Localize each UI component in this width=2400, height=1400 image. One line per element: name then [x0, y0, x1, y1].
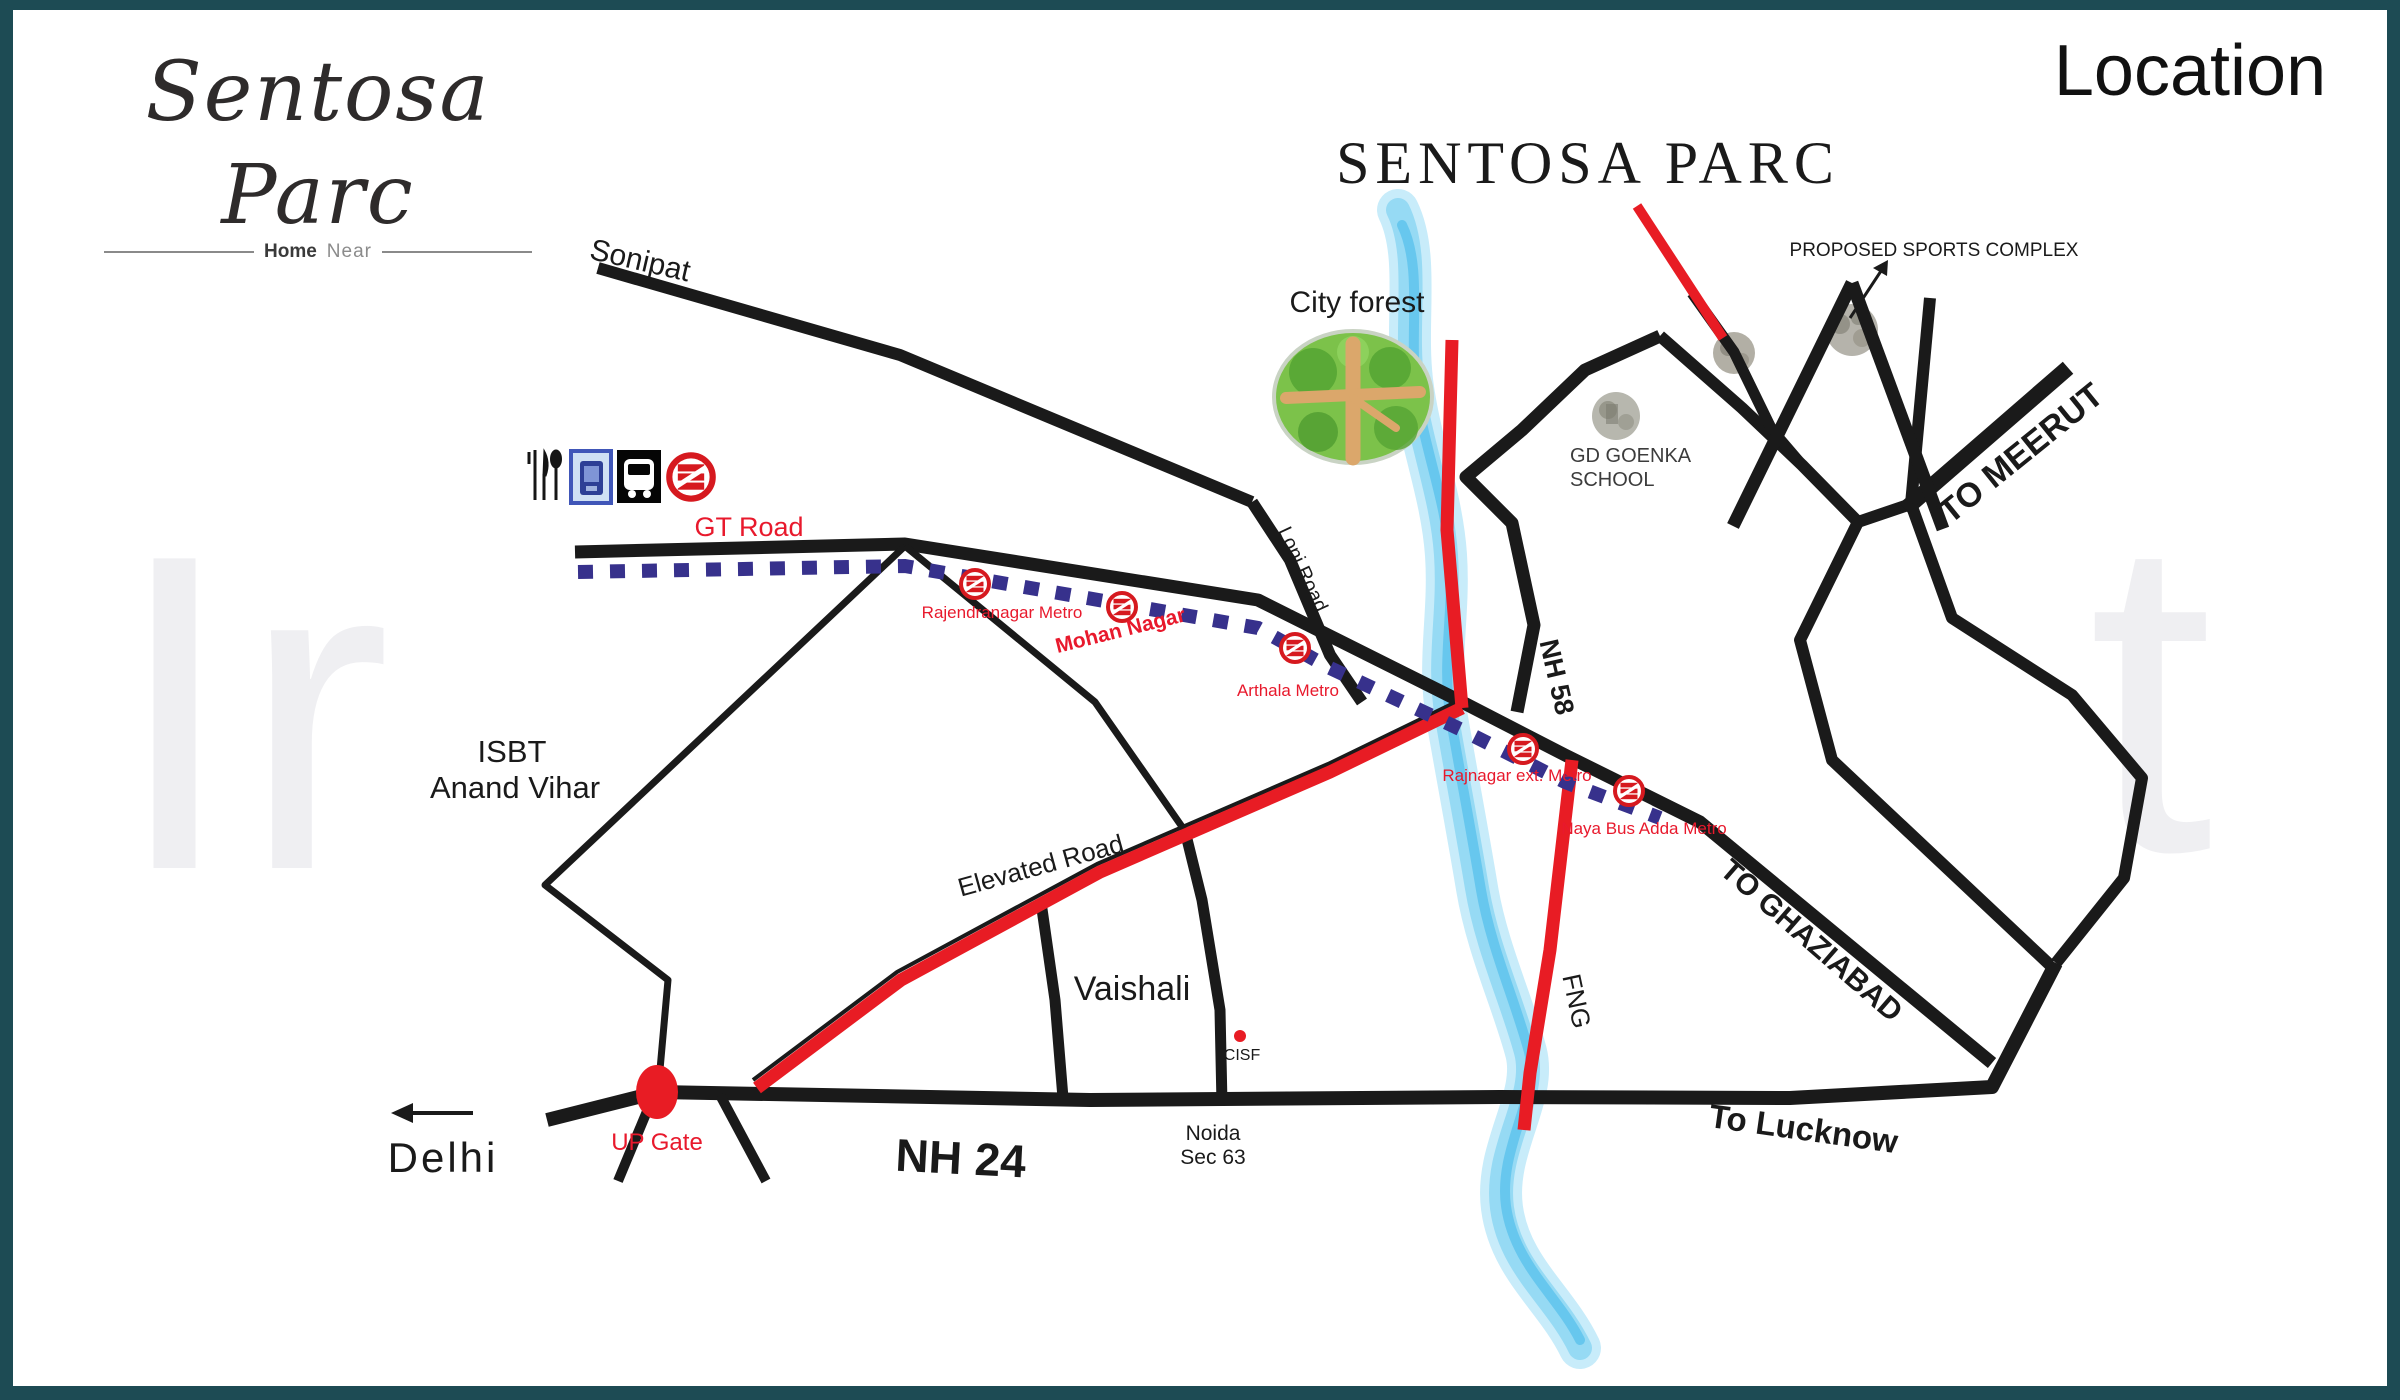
- tagline-rule-left: [104, 251, 254, 253]
- label-cisf: CISF: [1224, 1047, 1261, 1064]
- gd-goenka-school-marker: [1592, 392, 1640, 440]
- label-delhi: Delhi: [388, 1134, 499, 1181]
- road-sonipat: [596, 262, 1255, 508]
- label-gd-goenka-line1: GD GOENKA: [1570, 445, 1692, 467]
- label-to-lucknow: To Lucknow: [1707, 1097, 1901, 1160]
- label-station-arthala: Arthala Metro: [1237, 681, 1339, 700]
- road-gt-ghaziabad: [574, 537, 1997, 1069]
- brand-logo-title: Sentosa Parc: [145, 45, 491, 243]
- metro-station-icon-rajnagar-ext: [1507, 733, 1539, 765]
- metro-corridor-dotted-line: [577, 558, 1663, 825]
- watermark-left: Ir: [112, 462, 395, 964]
- road-loni: [1246, 498, 1367, 706]
- fng-road: [1517, 759, 1579, 1131]
- road-vaishali-left: [1035, 901, 1069, 1099]
- up-gate-marker: [636, 1065, 678, 1119]
- delhi-metro-logo-icon: [669, 455, 712, 498]
- bus-icon: [617, 450, 661, 503]
- road-east-loop: [1905, 501, 2148, 967]
- road-vaishali-right: [1179, 829, 1228, 1105]
- label-nh58: NH 58: [1534, 636, 1580, 717]
- road-isbt-diagonal: [541, 543, 908, 1093]
- tagline-word-light: Near: [326, 241, 372, 262]
- road-nh58: [1459, 330, 1663, 714]
- map-project-title: SENTOSA PARC: [1336, 130, 1840, 196]
- sports-complex-arrow: [1848, 260, 1888, 319]
- label-noida-line1: Noida: [1186, 1122, 1241, 1145]
- tagline-rule-right: [381, 251, 532, 253]
- metro-station-icon-rajendranagar: [959, 568, 991, 600]
- label-station-naya-bus-adda: Naya Bus Adda Metro: [1561, 819, 1726, 838]
- restaurant-icon: [527, 448, 562, 500]
- label-city-forest: City forest: [1289, 286, 1425, 319]
- page-title: Location: [2053, 31, 2327, 111]
- road-south-spur: [715, 1092, 771, 1184]
- watermark-right: t: [2088, 444, 2218, 946]
- road-east-connector: [1794, 519, 2055, 970]
- elevated-road-edge: [751, 698, 1461, 1082]
- label-up-gate: UP Gate: [611, 1129, 703, 1156]
- delhi-direction-arrow: [391, 1103, 473, 1123]
- amenity-icons: [527, 448, 713, 505]
- label-station-rajnagar-ext: Rajnagar ext. Metro: [1442, 766, 1591, 785]
- label-fng: FNG: [1556, 971, 1597, 1031]
- label-station-rajendranagar: Rajendranagar Metro: [922, 603, 1083, 622]
- road-nh24: [545, 959, 2063, 1127]
- brand-logo: Sentosa Parc Home Near: [78, 42, 558, 263]
- road-sports-v-left: [1727, 280, 1858, 529]
- road-to-meerut: [1899, 361, 2074, 516]
- label-noida-line2: Sec 63: [1180, 1146, 1245, 1169]
- road-isbt-east: [902, 543, 1188, 834]
- city-forest-area: [1272, 329, 1434, 466]
- label-to-ghaziabad: TO GHAZIABAD: [1714, 853, 1909, 1028]
- tagline-word-bold: Home: [264, 241, 317, 262]
- brand-logo-tagline: Home Near: [78, 241, 558, 263]
- label-gt-road: GT Road: [694, 512, 803, 542]
- metro-station-icon-arthala: [1279, 632, 1311, 664]
- cisf-marker: [1234, 1030, 1246, 1042]
- label-isbt-line2: Anand Vihar: [430, 770, 600, 805]
- label-isbt-line1: ISBT: [478, 734, 547, 769]
- elevated-road: [753, 702, 1465, 1094]
- label-proposed-sports-complex: PROPOSED SPORTS COMPLEX: [1790, 240, 2079, 261]
- metro-station-icon-naya-bus-adda: [1613, 775, 1645, 807]
- label-gd-goenka-line2: SCHOOL: [1570, 469, 1654, 491]
- road-sports-v-right: [1845, 280, 1950, 532]
- label-vaishali: Vaishali: [1074, 970, 1191, 1008]
- site-leader-line: [1632, 203, 1728, 341]
- red-link-road: [1440, 339, 1469, 709]
- label-nh24: NH 24: [894, 1129, 1027, 1188]
- metro-train-icon: [569, 449, 613, 505]
- highlight-roads: [753, 203, 1728, 1131]
